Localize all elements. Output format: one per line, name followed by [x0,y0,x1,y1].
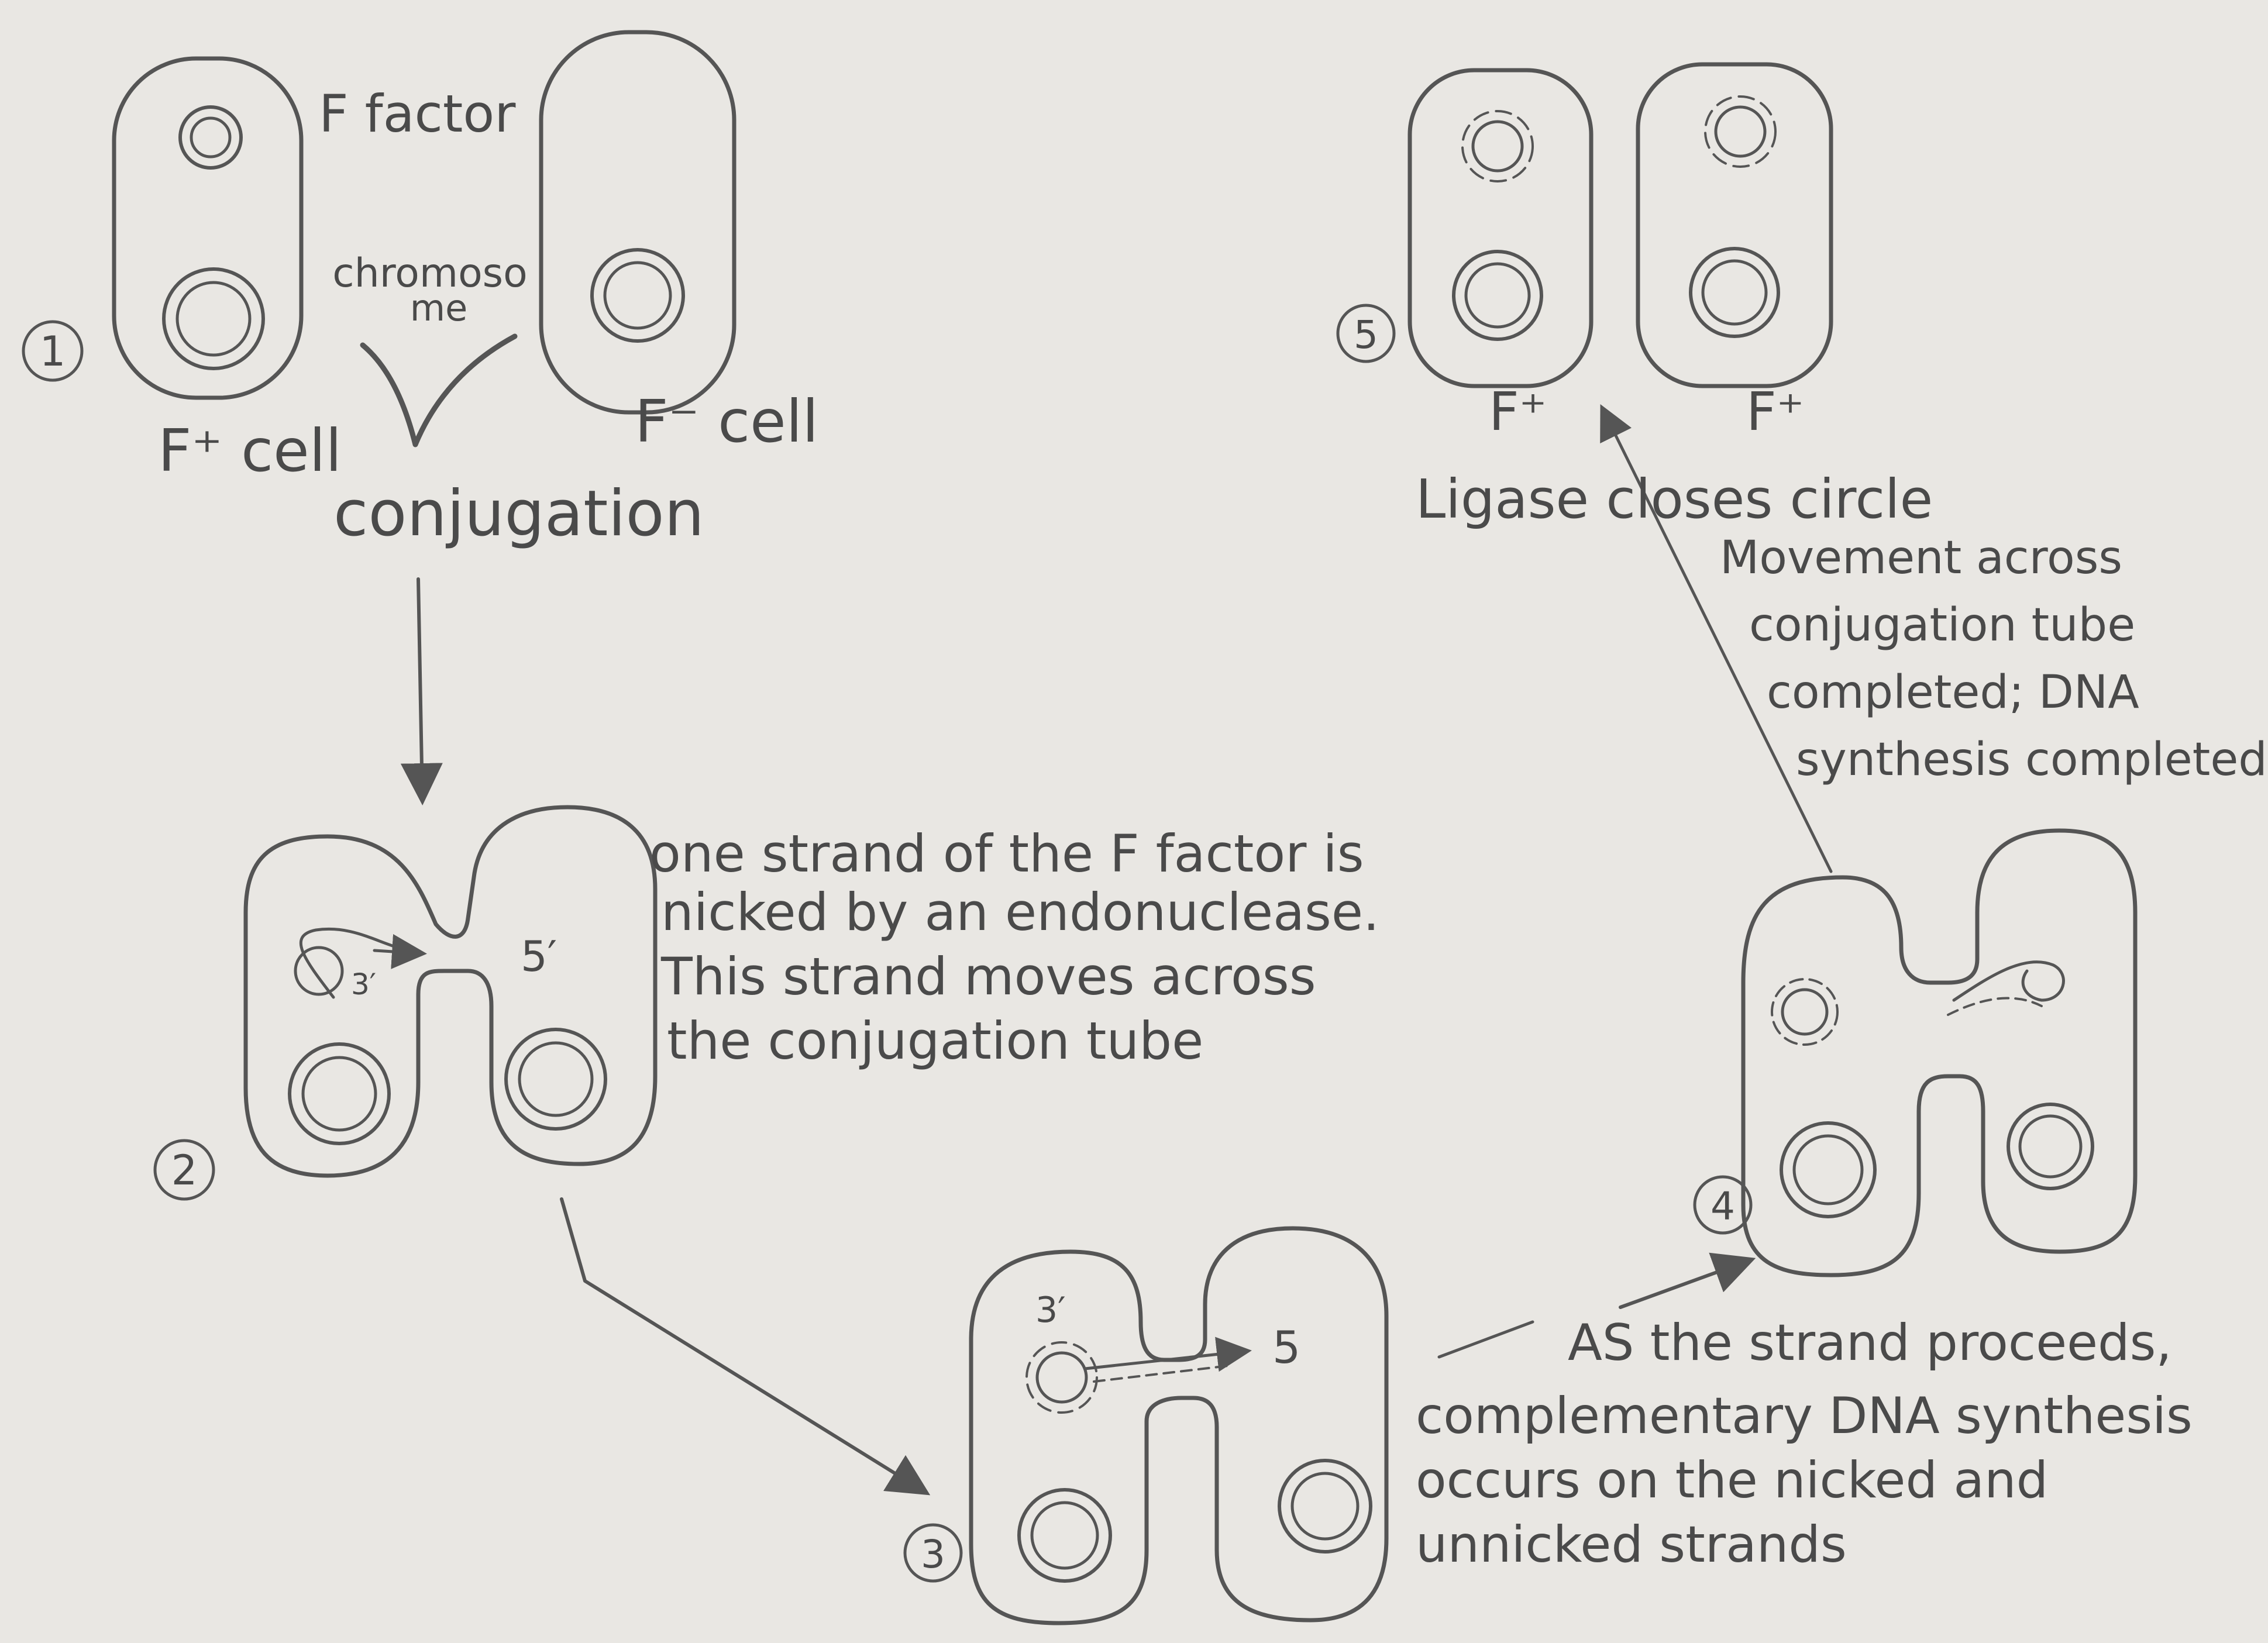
caption-line: This strand moves across [660,946,1316,1007]
arrow-to-stage-3 [560,1197,931,1496]
left-chromosome [1452,250,1543,341]
donor-new-strand [1771,978,1839,1046]
right-f-factor [1704,95,1777,168]
stage-number-badge [1336,304,1396,363]
stage-2: 3′ 5′ 2 one strand of the F factor is ni… [153,805,1379,1496]
stage-number-badge [903,1523,963,1583]
nicked-f-factor [299,928,414,999]
fplus-right-label: F⁺ [1746,381,1804,443]
fminus-cell-label: F⁻ cell [635,387,818,456]
recipient-chromosome [504,1028,607,1131]
stage-4: 4 Movement across conjugation tube compl… [1600,404,2267,1277]
stage-number-badge [153,1139,215,1201]
chromosome-label-line1: chromoso [332,250,527,297]
transfer-arrow [1083,1337,1252,1372]
caption-line: complementary DNA synthesis [1416,1387,2193,1445]
caption-line: AS the strand proceeds, [1568,1314,2172,1372]
donor-f-factor [1781,988,1829,1036]
right-chromosome [1689,247,1780,338]
donor-chromosome [288,1042,391,1145]
caption-line: occurs on the nicked and [1416,1451,2048,1510]
stage-2-cell-pair-outline [243,805,658,1178]
donor-chromosome [1780,1121,1877,1218]
stage-1: 1 F factor chromoso me F⁺ cell F⁻ cell c… [22,30,818,805]
recipient-chromosome [1278,1459,1372,1554]
stage-3-caption: AS the strand proceeds, complementary DN… [1416,1314,2193,1574]
fplus-chromosome [162,267,265,370]
stage-number: 1 [40,328,66,376]
caption-line: synthesis completed [1796,733,2267,786]
caption-leader [1437,1320,1534,1359]
caption-line: unnicked strands [1416,1515,1847,1574]
fminus-chromosome [590,248,685,343]
caption-line: Movement across [1720,532,2122,584]
caption-line: completed; DNA [1767,666,2139,719]
prime-3-label: 3′ [1035,1290,1066,1331]
prime-5-label: 5′ [521,932,557,981]
stage-5-left-cell [1407,68,1594,388]
stage-2-caption: one strand of the F factor is nicked by … [649,824,1379,1071]
arrow-to-stage-5 [1600,404,1833,873]
caption-line: one strand of the F factor is [649,824,1364,884]
stage-number-badge [1693,1175,1753,1235]
left-f-factor [1461,110,1534,182]
stage-5-right-cell [1636,62,1833,388]
synthesis-strand [1025,1341,1098,1414]
fplus-left-label: F⁺ [1489,381,1547,443]
stage-number: 2 [171,1146,198,1194]
stage-number-badge [22,320,84,382]
f-factor-plasmid [178,105,243,170]
complementary-strand [1093,1365,1230,1383]
conjugation-label: conjugation [333,477,704,550]
caption-line: the conjugation tube [667,1011,1203,1071]
f-factor-circle [1035,1351,1088,1404]
f-factor-label: F factor [319,84,516,144]
arrow-to-stage-2 [400,577,443,805]
stage-5: 5 F⁺ F⁺ Ligase closes circle [1336,62,1933,531]
transferred-strand [1952,960,2065,1002]
prime-3-label: 3′ [351,967,376,1001]
f-factor-circle [294,946,344,996]
chromosome-label-line2: me [410,287,468,329]
stage-number: 5 [1354,312,1378,357]
prime-5-label: 5 [1272,1321,1300,1373]
recipient-chromosome [2007,1103,2094,1190]
fplus-cell-outline [112,56,304,400]
stage-number: 3 [921,1532,945,1577]
stage-4-caption: Movement across conjugation tube complet… [1720,532,2267,786]
fminus-cell-outline [539,30,737,415]
strand-arrow [373,934,427,969]
conjugation-v-mark [360,333,518,447]
caption-line: conjugation tube [1749,599,2135,652]
stage-4-cell-pair-outline [1741,828,2138,1277]
arrow-to-stage-4 [1619,1252,1756,1309]
stage-3-cell-pair-outline [969,1226,1389,1625]
stage-3: 3′ 5 3 AS the strand proceeds, complemen… [903,1226,2193,1625]
caption-line: nicked by an endonuclease. [661,882,1379,942]
stage-number: 4 [1711,1184,1735,1229]
transferred-complement [1947,997,2043,1016]
ligase-label: Ligase closes circle [1416,468,1933,531]
fplus-cell-label: F⁺ cell [158,416,342,485]
donor-chromosome [1017,1488,1112,1583]
